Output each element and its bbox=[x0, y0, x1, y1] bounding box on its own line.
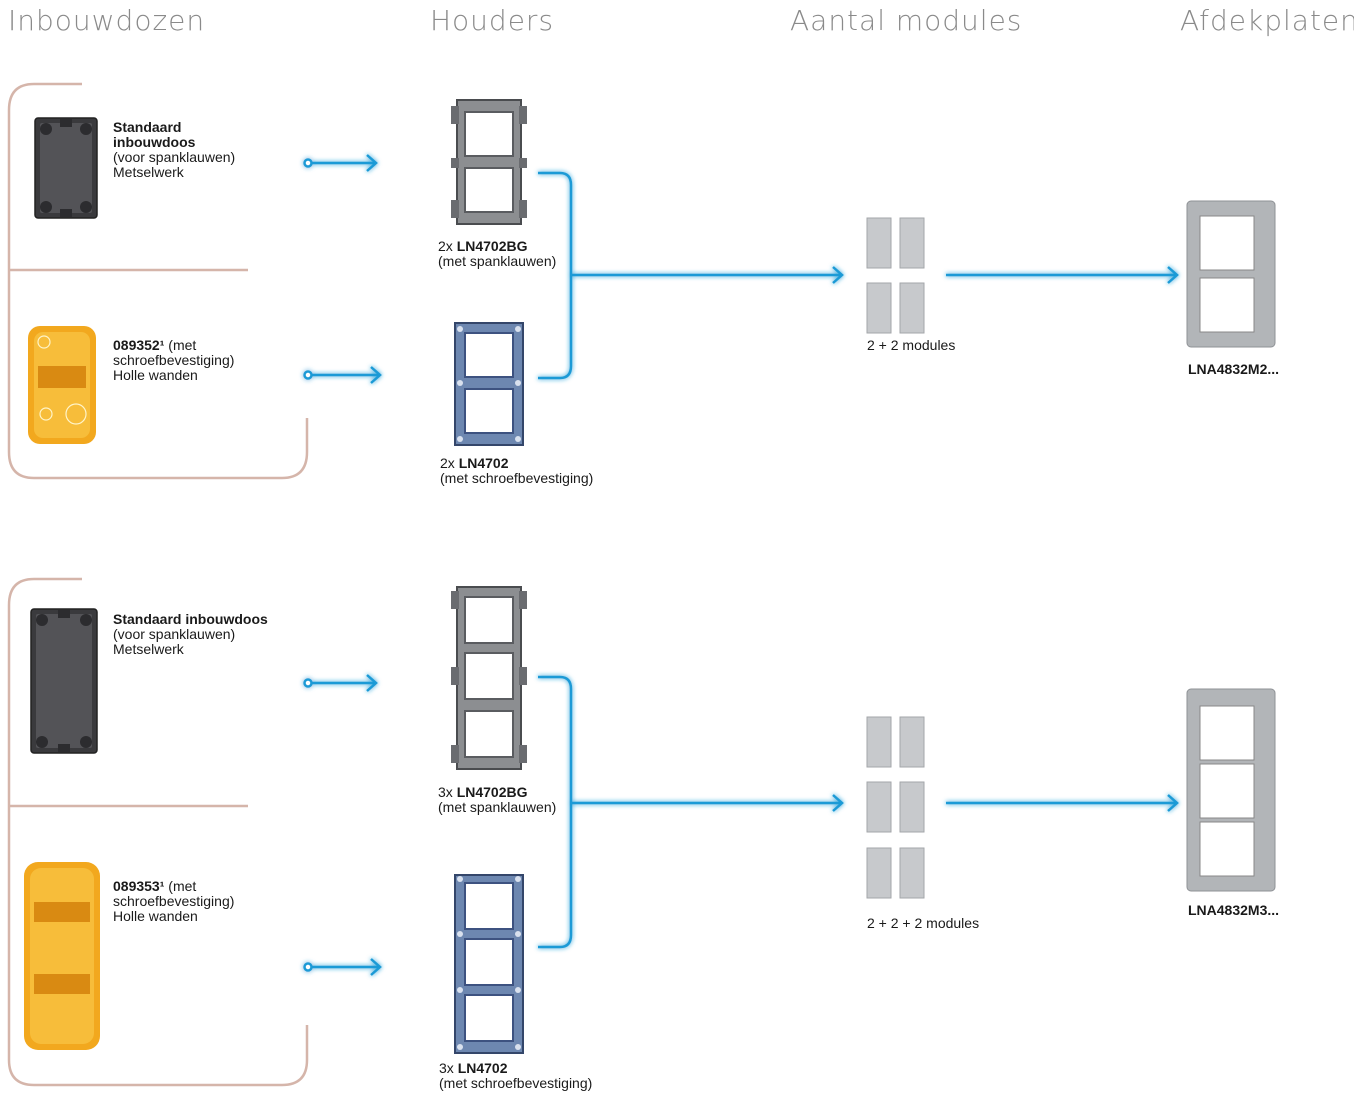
holder-note: (met schroefbevestiging) bbox=[440, 470, 594, 486]
holder-code: LN4702BG bbox=[456, 238, 528, 254]
arrow-row1-plate bbox=[946, 266, 1179, 284]
arrow-row2-hollow bbox=[303, 958, 382, 976]
standard-box-image bbox=[30, 608, 98, 754]
hollow-box-code-suffix: (met bbox=[164, 337, 197, 353]
row1-box-bracket bbox=[7, 82, 309, 480]
arrow-row1-std bbox=[303, 154, 378, 172]
modules-2-2-image bbox=[866, 217, 925, 334]
standard-box-title: Standaard inbouwdoos bbox=[113, 611, 268, 627]
holder-note: (met spanklauwen) bbox=[438, 799, 557, 815]
hollow-box-usage: Holle wanden bbox=[113, 908, 198, 924]
standard-box-title-2: inbouwdoos bbox=[113, 134, 196, 150]
holder-ln4702-2x-image bbox=[454, 322, 524, 446]
header-afdekplaten: Afdekplaten bbox=[1180, 4, 1354, 37]
row1-holder-bg-label: 2x LN4702BG (met spanklauwen) bbox=[438, 239, 556, 269]
hollow-wall-box-image bbox=[24, 862, 100, 1050]
row1-holder-bracket bbox=[538, 171, 573, 380]
row2-standard-box-label: Standaard inbouwdoos (voor spanklauwen) … bbox=[113, 612, 268, 657]
holder-ln4702bg-3x-image bbox=[451, 586, 527, 770]
holder-qty: 2x bbox=[438, 238, 457, 254]
header-houders: Houders bbox=[430, 4, 555, 37]
row1-holder-screw-label: 2x LN4702 (met schroefbevestiging) bbox=[440, 456, 593, 486]
row2-hollow-box-label: 089353¹ (met schroefbevestiging) Holle w… bbox=[113, 879, 234, 924]
holder-code: LN4702 bbox=[458, 455, 509, 471]
row1-standard-box-label: Standaard inbouwdoos (voor spanklauwen) … bbox=[113, 120, 235, 180]
hollow-box-note: schroefbevestiging) bbox=[113, 352, 235, 368]
hollow-wall-box-image bbox=[28, 326, 96, 444]
row2-box-bracket bbox=[7, 577, 309, 1087]
arrow-row1-modules bbox=[571, 266, 844, 284]
holder-ln4702-3x-image bbox=[454, 874, 524, 1054]
standard-box-note: (voor spanklauwen) bbox=[113, 626, 236, 642]
holder-qty: 3x bbox=[438, 784, 457, 800]
row2-plate-code: LNA4832M3... bbox=[1188, 902, 1280, 918]
plate-3x-image bbox=[1186, 688, 1276, 892]
modules-2-2-2-image bbox=[866, 716, 925, 899]
hollow-box-code: 089352¹ bbox=[113, 337, 165, 353]
hollow-box-code-suffix: (met bbox=[164, 878, 197, 894]
row2-modules-label: 2 + 2 + 2 modules bbox=[867, 915, 980, 931]
arrow-row2-std bbox=[303, 674, 378, 692]
standard-box-note: (voor spanklauwen) bbox=[113, 149, 236, 165]
arrow-row1-hollow bbox=[303, 366, 382, 384]
hollow-box-note: schroefbevestiging) bbox=[113, 893, 235, 909]
holder-code: LN4702BG bbox=[456, 784, 528, 800]
row1-hollow-box-label: 089352¹ (met schroefbevestiging) Holle w… bbox=[113, 338, 234, 383]
row1-plate-code: LNA4832M2... bbox=[1188, 361, 1280, 377]
holder-code: LN4702 bbox=[457, 1060, 508, 1076]
standard-box-usage: Metselwerk bbox=[113, 641, 184, 657]
holder-ln4702bg-2x-image bbox=[451, 99, 527, 225]
row2-holder-bg-label: 3x LN4702BG (met spanklauwen) bbox=[438, 785, 556, 815]
standard-box-title: Standaard bbox=[113, 119, 182, 135]
holder-qty: 3x bbox=[439, 1060, 458, 1076]
hollow-box-usage: Holle wanden bbox=[113, 367, 198, 383]
header-inbouwdozen: Inbouwdozen bbox=[8, 4, 206, 37]
header-aantal-modules: Aantal modules bbox=[790, 4, 1023, 37]
arrow-row2-modules bbox=[571, 794, 844, 812]
plate-2x-image bbox=[1186, 200, 1276, 348]
standard-box-usage: Metselwerk bbox=[113, 164, 184, 180]
row2-holder-bracket bbox=[538, 675, 573, 949]
row2-holder-screw-label: 3x LN4702 (met schroefbevestiging) bbox=[439, 1061, 592, 1091]
holder-note: (met schroefbevestiging) bbox=[439, 1075, 593, 1091]
row1-modules-label: 2 + 2 modules bbox=[867, 337, 956, 353]
hollow-box-code: 089353¹ bbox=[113, 878, 165, 894]
holder-qty: 2x bbox=[440, 455, 459, 471]
standard-box-image bbox=[34, 117, 98, 219]
arrow-row2-plate bbox=[946, 794, 1179, 812]
holder-note: (met spanklauwen) bbox=[438, 253, 557, 269]
